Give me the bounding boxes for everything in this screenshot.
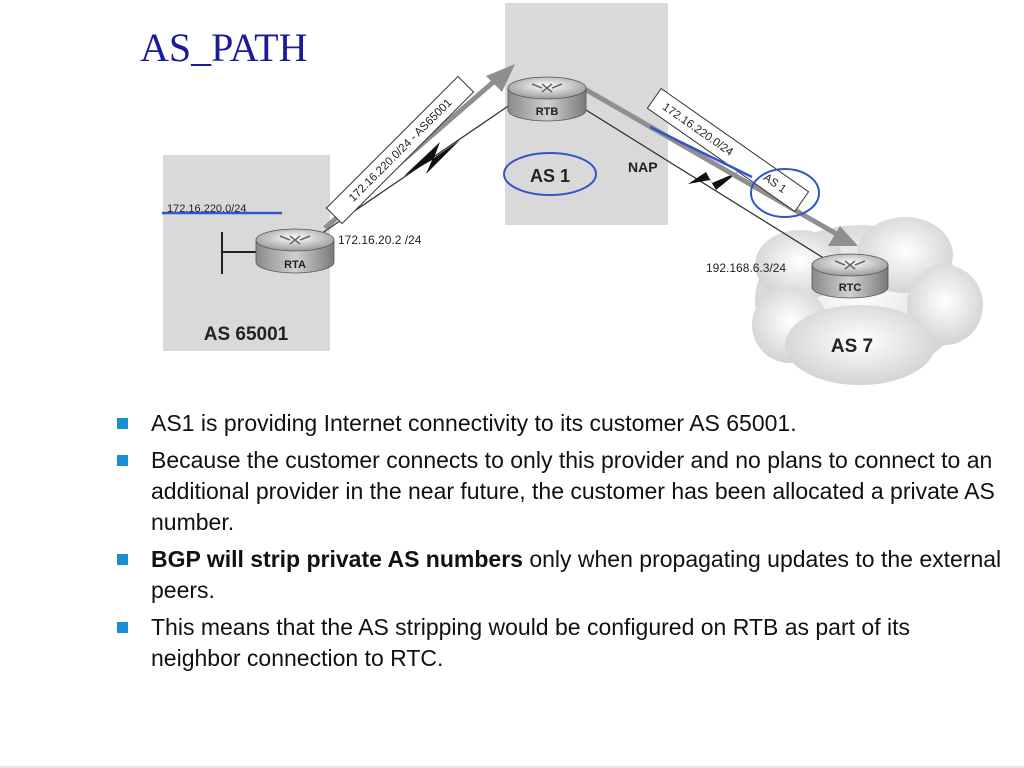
bullet-text: This means that the AS stripping would b… [151, 614, 910, 671]
bullet-text: only when propagating updates to the ext… [151, 546, 1002, 603]
bgp-diagram: 172.16.220.0/24 172.16.220.0/24 - AS6500… [162, 3, 983, 385]
as-path-highlight-circle [750, 168, 820, 218]
router-rtc-icon [811, 253, 889, 299]
router-rta-icon [255, 228, 335, 274]
bullet-item: Because the customer connects to only th… [115, 445, 1005, 538]
bullet-item: This means that the AS stripping would b… [115, 612, 1005, 674]
rta-ip-label: 172.16.20.2 /24 [338, 233, 422, 247]
bullet-square-icon [117, 418, 128, 429]
bullet-list: AS1 is providing Internet connectivity t… [115, 408, 1005, 680]
slide-title: AS_PATH [140, 25, 308, 70]
bullet-square-icon [117, 455, 128, 466]
as1-label: AS 1 [530, 166, 570, 186]
as65001-label: AS 65001 [204, 324, 289, 345]
router-rtb-icon [507, 76, 587, 122]
serial-link-icon [404, 140, 460, 176]
bullet-square-icon [117, 622, 128, 633]
update-box-rtb-rtc: 172.16.220.0/24 AS 1 [646, 87, 810, 213]
router-rtb-label: RTB [536, 106, 559, 118]
bullet-text: AS1 is providing Internet connectivity t… [151, 410, 797, 436]
bullet-item: AS1 is providing Internet connectivity t… [115, 408, 1005, 439]
prefix-highlight-line [649, 125, 753, 179]
bullet-square-icon [117, 554, 128, 565]
as7-label: AS 7 [831, 336, 873, 357]
update-arrow-to-rtc [581, 85, 858, 246]
network-label: 172.16.220.0/24 [167, 203, 247, 215]
bullet-bold-text: BGP will strip private AS numbers [151, 546, 523, 572]
rtc-ip-label: 192.168.6.3/24 [706, 261, 786, 275]
router-rtc-label: RTC [839, 282, 862, 294]
nap-label: NAP [628, 159, 658, 175]
footer-divider [0, 766, 1024, 768]
update-box-rta-rtb: 172.16.220.0/24 - AS65001 [325, 75, 475, 225]
update-label-rta-rtb: 172.16.220.0/24 - AS65001 [347, 97, 455, 205]
serial-link-icon [688, 172, 738, 190]
as7-cloud [752, 217, 983, 385]
bullet-text: Because the customer connects to only th… [151, 447, 995, 535]
bullet-item: BGP will strip private AS numbers only w… [115, 544, 1005, 606]
as1-highlight-circle [503, 152, 597, 196]
router-rta-label: RTA [284, 259, 306, 271]
